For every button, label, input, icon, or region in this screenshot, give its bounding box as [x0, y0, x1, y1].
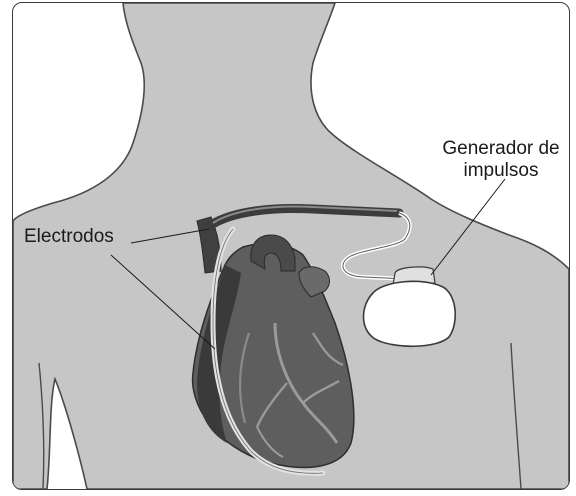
generator-label-line1: Generador de	[428, 138, 574, 160]
electrodes-label: Electrodos	[24, 226, 114, 248]
generator-body	[364, 281, 456, 346]
generator-label-line2: impulsos	[428, 160, 574, 182]
generator-label: Generador de impulsos	[428, 138, 574, 182]
